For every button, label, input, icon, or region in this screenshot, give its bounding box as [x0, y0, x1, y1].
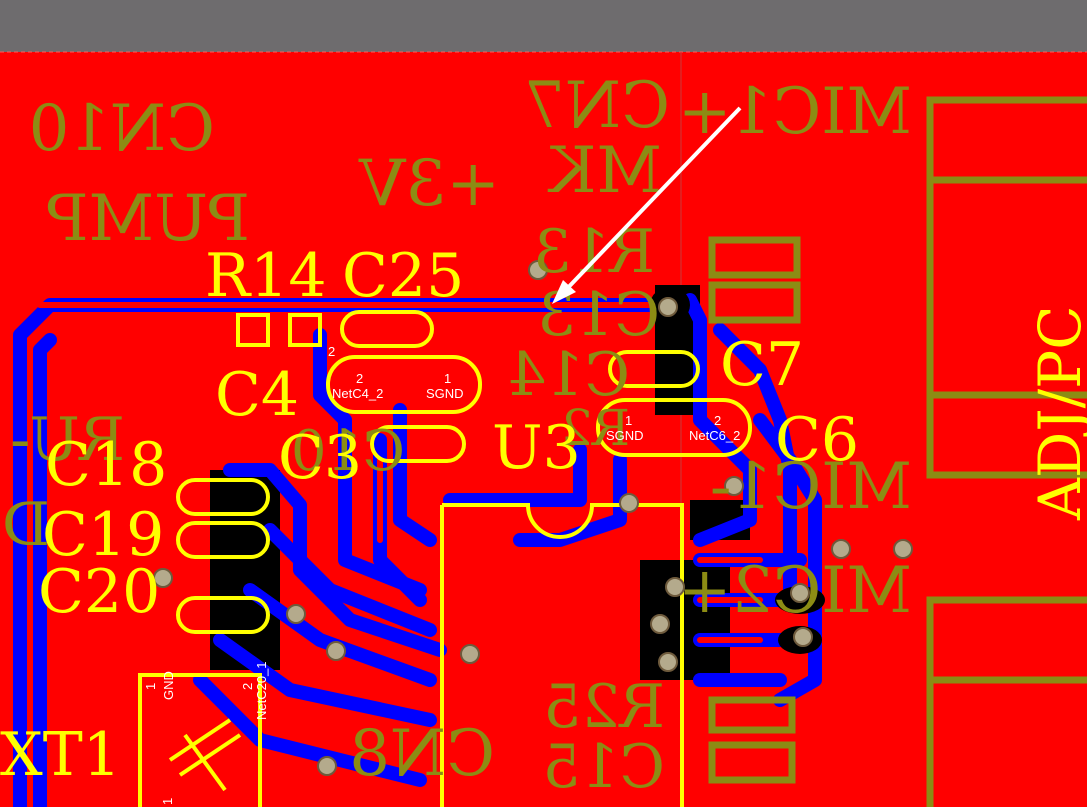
label-r2x: R2: [561, 399, 630, 457]
label-mic2-plus: MIC2+: [678, 554, 912, 628]
label-d3: D3: [0, 490, 50, 560]
xt1-pin1-net: GND: [161, 671, 176, 700]
c4-pin1-number: 1: [444, 371, 451, 386]
label-r25: R25: [543, 672, 665, 742]
top-overlay-outlines: [138, 310, 752, 807]
c4-pin2-number: 2: [356, 371, 363, 386]
label-mk: MK: [547, 134, 662, 208]
right-edge-label: ADJ/PC: [1026, 305, 1087, 521]
label-c20[interactable]: C20: [38, 557, 160, 627]
label-cn8: CN8: [349, 717, 495, 791]
label-ru: RU-: [10, 405, 125, 475]
label-c3[interactable]: C3: [278, 423, 362, 493]
label-c18[interactable]: C18: [45, 430, 167, 500]
label-mic1-minus: MIC1-: [710, 450, 912, 524]
top-layer-labels: R14 C25 C4 C3 U3 C7 C6 C18 C19 C20 XT1: [0, 241, 859, 790]
c4-pin2-net: NetC4_2: [332, 386, 383, 401]
c6-pin2-net: NetC6_2: [689, 428, 740, 443]
label-c6[interactable]: C6: [775, 405, 859, 475]
c25-side-number: 2: [328, 344, 335, 359]
red-inner-traces: [37, 302, 763, 643]
c6-pin1-number: 1: [625, 413, 632, 428]
label-c10: C10: [291, 419, 405, 484]
label-xt1[interactable]: XT1: [0, 720, 121, 790]
label-c25[interactable]: C25: [342, 241, 464, 311]
bottom-layer-labels: CN10 PUMP +3V CN7 MK MIC1+ R13 C13 C14 R…: [0, 69, 912, 802]
label-c19[interactable]: C19: [42, 500, 164, 570]
label-c14: C14: [508, 340, 630, 410]
label-mic1-plus: MIC1+: [678, 75, 912, 149]
board-copper-pour: [0, 52, 1087, 807]
vias: [153, 260, 913, 776]
bottom-overlay-outlines: [708, 96, 1087, 807]
c4-pin1-net: SGND: [426, 386, 464, 401]
label-r13: R13: [533, 217, 655, 287]
label-c7[interactable]: C7: [720, 330, 804, 400]
label-u3[interactable]: U3: [492, 413, 581, 483]
c6-pin1-net: SGND: [606, 428, 644, 443]
label-r14[interactable]: R14: [205, 241, 327, 311]
label-c4[interactable]: C4: [215, 360, 299, 430]
xt1-pin1-number: 1: [143, 683, 158, 690]
xt1-pin2-number: 2: [240, 683, 255, 690]
xt1-pin1-alt-number: 1: [160, 798, 175, 805]
label-c15: C15: [543, 732, 665, 802]
xt1-pin2-net: NetC20_1: [254, 661, 269, 720]
label-3v: +3V: [358, 147, 500, 221]
c6-pin2-number: 2: [714, 413, 721, 428]
label-cn10: CN10: [29, 92, 215, 166]
label-cn7: CN7: [524, 69, 670, 143]
annotation-arrow: [552, 106, 742, 304]
label-pump: PUMP: [46, 182, 250, 256]
pad-net-labels: 2 NetC4_2 1 SGND 1 SGND 2 NetC6_2 2 1 GN…: [143, 344, 740, 805]
